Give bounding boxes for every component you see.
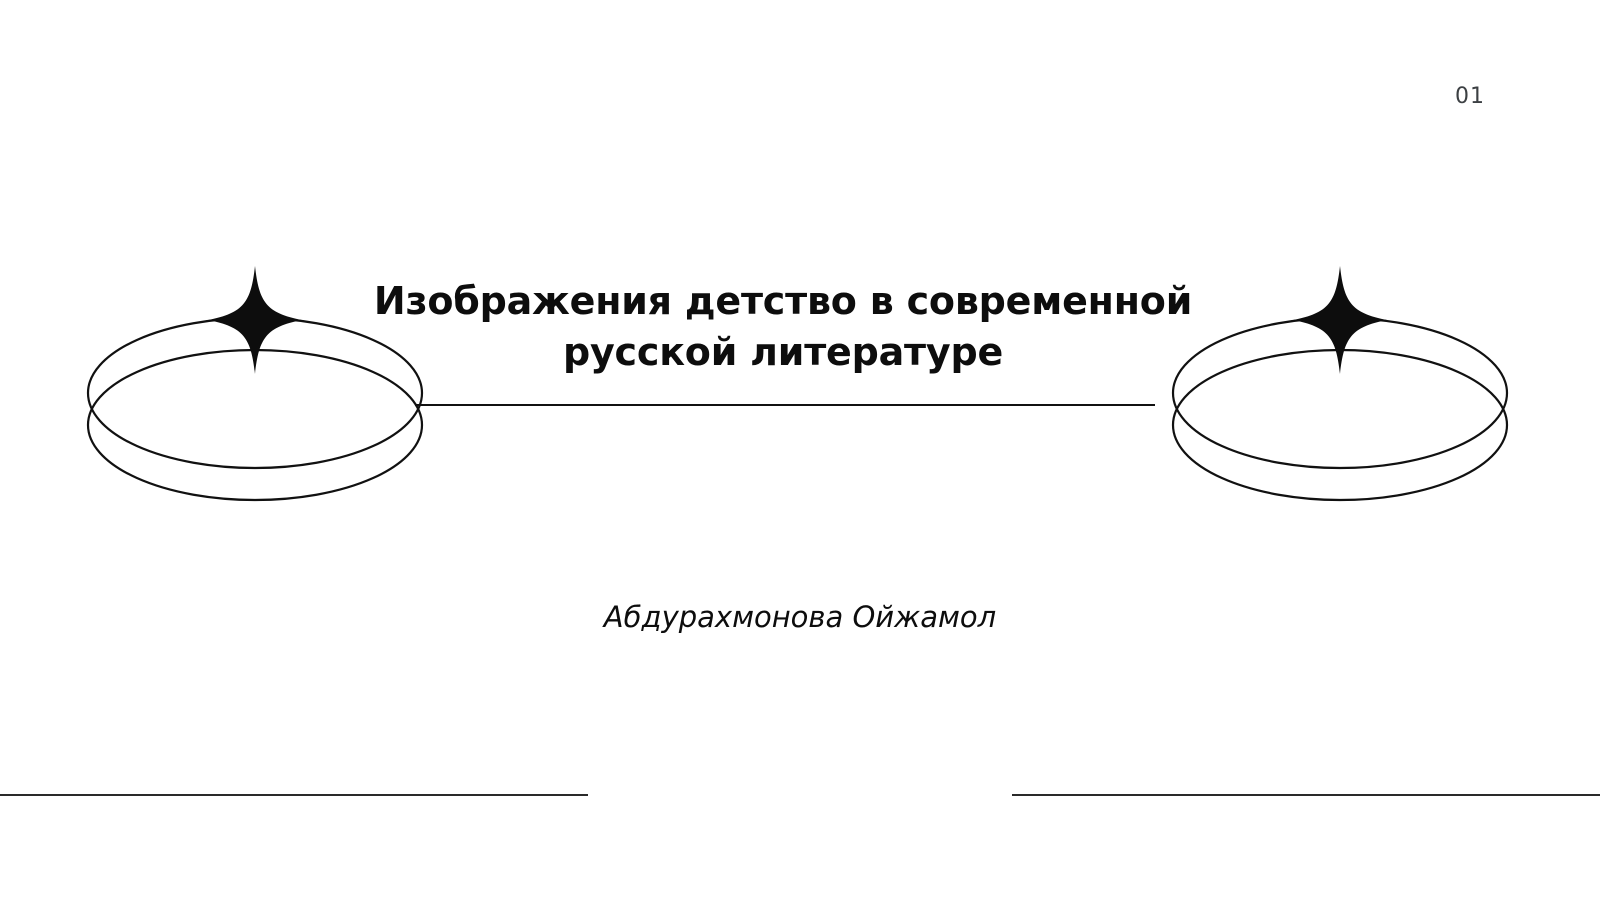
- author-block: Абдурахмонова Ойжамол: [450, 600, 1150, 634]
- page-number: 01: [1455, 84, 1485, 109]
- ring-ellipse-left: [70, 258, 440, 558]
- ring-ellipse-right: [1155, 258, 1525, 558]
- author-name: Абдурахмонова Ойжамол: [603, 600, 997, 634]
- page-title: Изображения детство в современной русско…: [373, 279, 1193, 374]
- ring-connector-line: [415, 404, 1155, 406]
- sparkle-icon: [208, 266, 302, 374]
- bottom-rule-left: [0, 794, 588, 796]
- sparkle-icon: [1293, 266, 1387, 374]
- bottom-rule-right: [1012, 794, 1600, 796]
- title-block: Изображения детство в современной русско…: [318, 276, 1248, 377]
